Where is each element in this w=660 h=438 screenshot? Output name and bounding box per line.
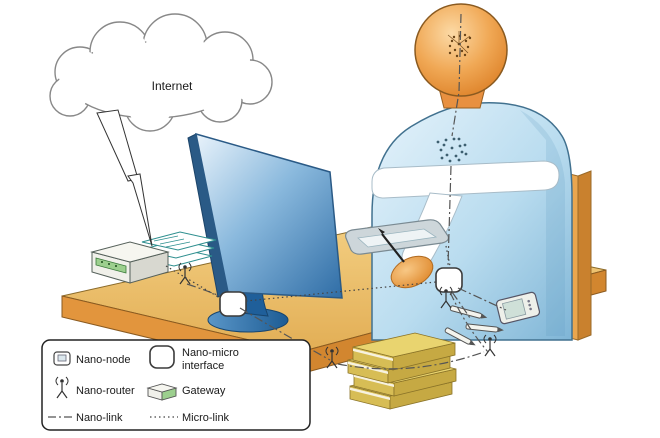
stylus-pen — [378, 228, 405, 263]
legend-box — [41, 339, 311, 431]
pda-device — [495, 291, 541, 325]
person-torso — [371, 102, 573, 341]
person-hand — [390, 255, 434, 289]
nano-micro-interface-icon — [149, 345, 175, 369]
legend: Nano-node Nano-micro interface Nano-rout… — [41, 339, 311, 431]
legend-nano-router-label: Nano-router — [76, 385, 135, 397]
micro-link-lines — [165, 245, 451, 302]
legend-nano-node-label: Nano-node — [76, 354, 130, 366]
legend-nano-micro-interface-label: Nano-micro interface — [182, 347, 242, 372]
gateway-top-face — [90, 241, 170, 263]
legend-nano-link-label: Nano-link — [76, 412, 123, 424]
chest-nano-nodes — [436, 137, 468, 163]
person-head — [414, 3, 508, 97]
head-nano-nodes — [447, 31, 472, 58]
arm-sleeve — [371, 160, 560, 199]
person — [371, 3, 573, 341]
nano-micro-interface-monitor — [219, 291, 247, 317]
internet-label: Internet — [152, 79, 193, 93]
internet-cloud: Internet — [49, 13, 273, 132]
gateway-green-stripe — [95, 257, 127, 274]
book-stack — [347, 332, 457, 410]
graphics-tablet — [345, 219, 449, 255]
gateway-device — [90, 241, 170, 284]
lightning-connector — [96, 109, 153, 247]
nano-link-lines — [186, 13, 507, 370]
nano-micro-interface-wrist — [435, 267, 463, 293]
legend-gateway-label: Gateway — [182, 385, 226, 397]
monitor-back-panel — [195, 132, 343, 299]
legend-micro-link-label: Micro-link — [182, 412, 230, 424]
gateway-icon — [146, 383, 178, 401]
nano-node-icon — [53, 351, 71, 366]
